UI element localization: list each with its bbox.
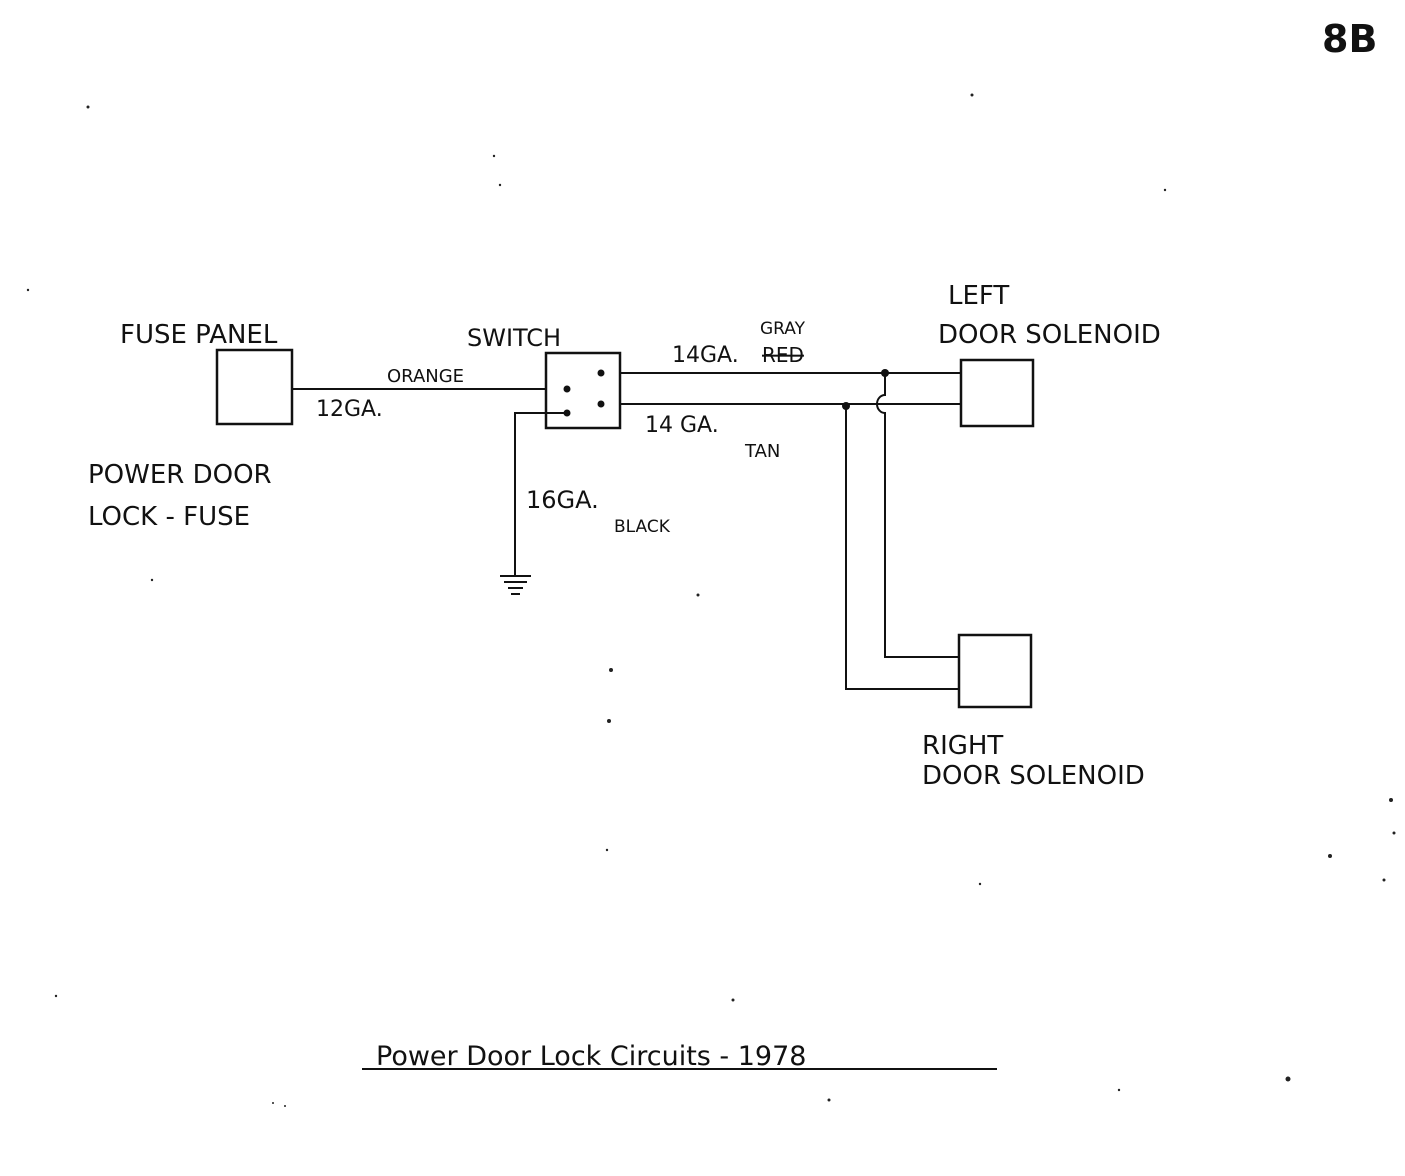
right-solenoid-label-line2: DOOR SOLENOID bbox=[922, 761, 1145, 791]
upper-wire-color-crossed: RED bbox=[762, 343, 804, 367]
switch-terminal-lower bbox=[597, 400, 605, 408]
ground-wire-gauge: 16GA. bbox=[526, 486, 599, 514]
ground-symbol bbox=[500, 575, 531, 595]
page-number: 8B bbox=[1322, 17, 1377, 61]
fuse-panel-label: FUSE PANEL bbox=[120, 320, 278, 350]
lower-wire-gauge: 14 GA. bbox=[645, 413, 719, 438]
fuse-caption-line2: LOCK - FUSE bbox=[88, 502, 250, 532]
upper-wire-color: GRAY bbox=[760, 319, 806, 339]
right-solenoid-box bbox=[957, 633, 1033, 709]
switch-label: SWITCH bbox=[467, 324, 561, 352]
scan-specks bbox=[26, 93, 1396, 1107]
fuse-panel-box bbox=[215, 348, 294, 426]
right-solenoid-label-line1: RIGHT bbox=[922, 731, 1003, 761]
switch-terminal-feed bbox=[563, 385, 571, 393]
fuse-caption-line1: POWER DOOR bbox=[88, 460, 272, 490]
ground-wire-color: BLACK bbox=[614, 517, 671, 537]
switch-box bbox=[544, 351, 622, 430]
left-solenoid-box bbox=[959, 358, 1035, 428]
upper-wire-gauge: 14GA. bbox=[672, 343, 739, 368]
feed-wire-gauge: 12GA. bbox=[316, 397, 383, 422]
feed-wire-color: ORANGE bbox=[387, 366, 464, 387]
lower-wire-color: TAN bbox=[744, 441, 780, 462]
diagram-title: Power Door Lock Circuits - 1978 bbox=[376, 1041, 806, 1072]
left-solenoid-label-line2: DOOR SOLENOID bbox=[938, 320, 1161, 350]
switch-terminal-upper bbox=[597, 369, 605, 377]
left-solenoid-label-line1: LEFT bbox=[948, 281, 1009, 311]
lower-branch-wire bbox=[845, 406, 960, 690]
ground-wire bbox=[514, 412, 567, 575]
upper-branch-wire bbox=[876, 373, 960, 658]
